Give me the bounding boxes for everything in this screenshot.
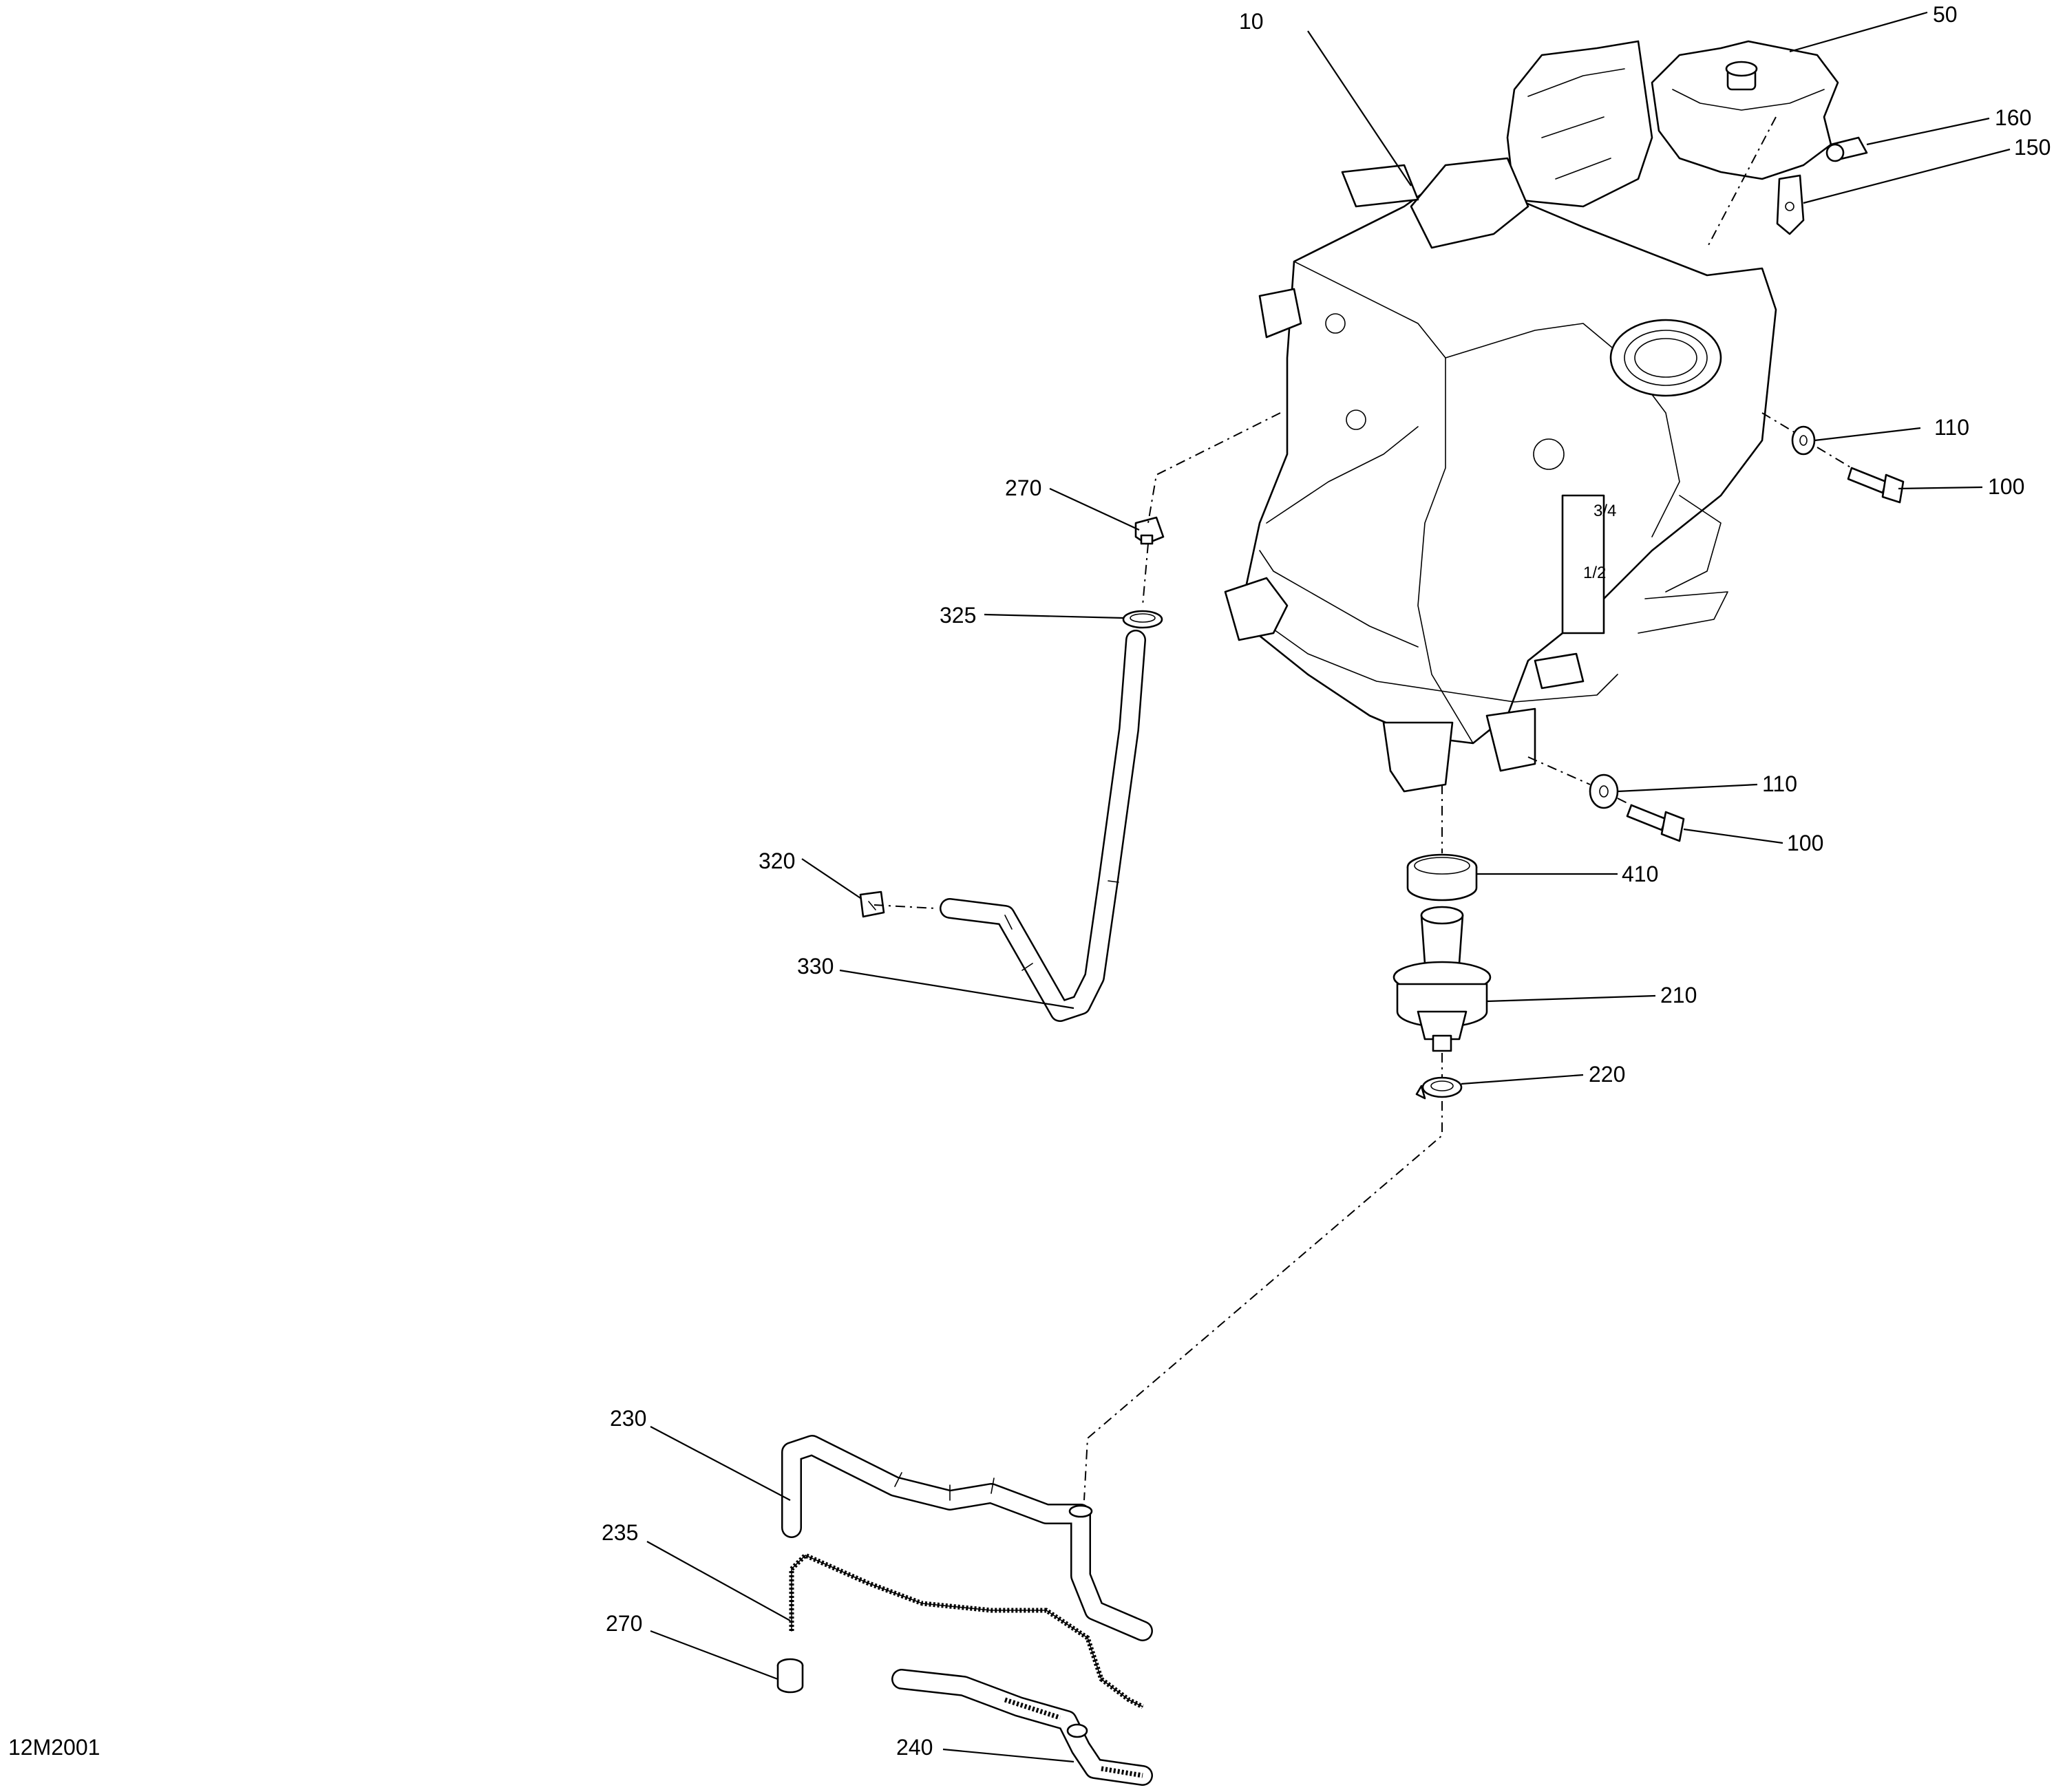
callout-270-lower: 270 bbox=[606, 1611, 642, 1636]
hose-330 bbox=[940, 630, 1146, 1022]
callout-160: 160 bbox=[1995, 105, 2031, 130]
callout-100-lower: 100 bbox=[1787, 831, 1823, 855]
callout-410: 410 bbox=[1622, 862, 1658, 886]
washer-110-lower bbox=[1589, 774, 1619, 809]
clamp-325 bbox=[1122, 610, 1163, 629]
callout-10: 10 bbox=[1239, 9, 1264, 34]
callout-320: 320 bbox=[759, 849, 795, 873]
callout-270-upper: 270 bbox=[1005, 476, 1041, 500]
callout-110-lower: 110 bbox=[1762, 771, 1797, 796]
gauge-mark-3-4: 3/4 bbox=[1593, 502, 1616, 520]
clip-320 bbox=[859, 890, 885, 918]
callout-210: 210 bbox=[1660, 983, 1697, 1007]
callout-220: 220 bbox=[1589, 1062, 1625, 1087]
assembly-center-lines bbox=[873, 116, 1852, 1501]
oil-tank: 3/4 1/2 bbox=[1224, 40, 1777, 793]
clamp-220 bbox=[1415, 1076, 1463, 1100]
screw-160 bbox=[1825, 136, 1868, 162]
strap-150 bbox=[1776, 174, 1805, 235]
clip-270-lower bbox=[776, 1658, 804, 1694]
callout-50: 50 bbox=[1933, 2, 1958, 27]
clip-270-upper bbox=[1134, 516, 1165, 545]
callout-110-upper: 110 bbox=[1934, 415, 1969, 440]
tank-cap bbox=[1651, 40, 1839, 180]
leader-lines bbox=[646, 11, 2011, 1763]
valve-210 bbox=[1392, 906, 1492, 1052]
clamp-410 bbox=[1406, 853, 1478, 902]
callout-235: 235 bbox=[602, 1520, 638, 1545]
bolt-100-lower bbox=[1626, 804, 1685, 842]
hose-230 bbox=[781, 1435, 1153, 1641]
callout-325: 325 bbox=[940, 603, 976, 628]
gauge-mark-1-2: 1/2 bbox=[1583, 564, 1606, 582]
callout-100-upper: 100 bbox=[1988, 474, 2024, 499]
callout-330: 330 bbox=[797, 954, 834, 979]
hose-240 bbox=[891, 1669, 1153, 1786]
callout-150: 150 bbox=[2014, 135, 2051, 160]
callout-240: 240 bbox=[896, 1735, 933, 1760]
callout-230: 230 bbox=[610, 1406, 646, 1431]
spring-guard-235 bbox=[789, 1552, 1144, 1709]
callout-labels: 10 50 160 150 110 100 270 325 110 100 41… bbox=[8, 2, 2051, 1760]
washer-110-upper bbox=[1791, 425, 1816, 456]
bolt-100-upper bbox=[1847, 467, 1905, 504]
drawing-code: 12M2001 bbox=[8, 1735, 100, 1760]
